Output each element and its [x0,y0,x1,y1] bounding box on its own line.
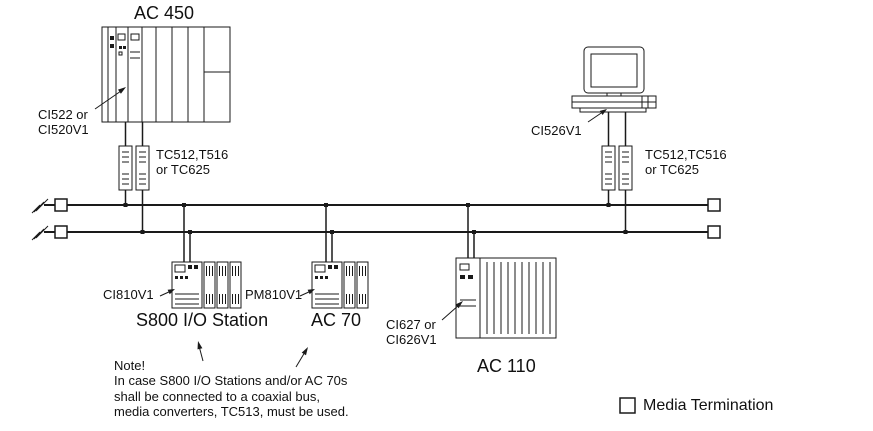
tc-modules-right [601,145,633,191]
ground-symbol-bus1 [31,198,49,214]
ac70-title: AC 70 [311,310,362,330]
ci526-label: CI526V1 [531,123,582,138]
tc-right-label: TC512,TC516 or TC625 [645,147,727,178]
media-termination-left-bus1 [54,198,68,212]
ci522-label: CI522 or CI520V1 [38,107,89,138]
s800-title: S800 I/O Station [136,310,269,330]
ac110-title: AC 110 [477,356,536,376]
media-termination-label: Media Termination [643,397,774,414]
note-arrow-s800 [197,341,204,362]
ci627-label: CI627 or CI626V1 [386,317,437,348]
note-text: Note! In case S800 I/O Stations and/or A… [114,358,349,419]
ci810-arrow [159,289,175,297]
ac450-rack-drawing [101,26,231,146]
pm810-arrow [299,289,315,297]
tc-modules-left [118,145,150,191]
legend-media-termination-symbol [619,397,636,414]
ac450-title: AC 450 [134,3,195,23]
pm810-label: PM810V1 [245,287,303,302]
pointer-arrows [94,87,607,368]
ac110-drawing [455,257,557,339]
s800-station-drawing [171,261,242,309]
drop-cables [124,190,627,262]
media-termination-right-bus1 [707,198,721,212]
note-arrow-ac70 [295,347,308,368]
ground-symbol-bus2 [31,225,49,241]
workstation-drawing [571,46,657,146]
ci522-arrow [94,87,126,110]
tc-left-label: TC512,T516 or TC625 [156,147,229,178]
ci526-arrow [587,109,607,123]
media-termination-left-bus2 [54,225,68,239]
ac70-drawing [311,261,369,309]
ci627-arrow [441,301,463,321]
media-termination-right-bus2 [707,225,721,239]
ci810-label: CI810V1 [103,287,154,302]
redundant-bus [31,198,721,241]
